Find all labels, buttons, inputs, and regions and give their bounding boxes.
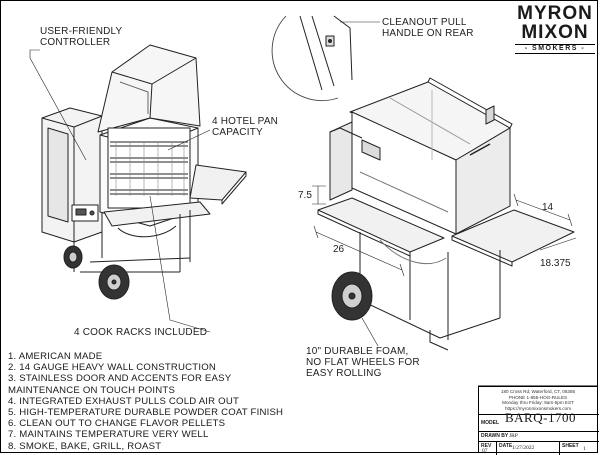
model-row: MODEL BARQ-1700 (479, 410, 599, 431)
right-wheel (331, 271, 373, 321)
feature-item: 7. MAINTAINS TEMPERATURE VERY WELL (8, 429, 209, 441)
logo-line-3: - SMOKERS - (515, 44, 595, 54)
model-value: BARQ-1700 (505, 410, 576, 425)
date-label: DATE (499, 443, 513, 449)
callout-cleanout: CLEANOUT PULL HANDLE ON REAR (382, 17, 474, 39)
sheet-label: SHEET (562, 443, 579, 449)
brand-logo: MYRON MIXON - SMOKERS - (515, 4, 595, 54)
drawn-by-row: DRAWN BY JRP (479, 431, 599, 441)
feature-item: 6. CLEAN OUT TO CHANGE FLAVOR PELLETS (8, 418, 226, 430)
hours-line: Monday thru Friday: 8am-5pm EST (502, 400, 574, 406)
feature-list: 1. AMERICAN MADE 2. 14 GAUGE HEAVY WALL … (8, 351, 308, 452)
smoker-closed-view (312, 77, 577, 351)
feature-item: 4. INTEGRATED EXHAUST PULLS COLD AIR OUT (8, 395, 240, 407)
left-wheels (63, 245, 130, 300)
callout-controller: USER-FRIENDLY CONTROLLER (40, 26, 123, 48)
dimension-26: 26 (333, 244, 345, 255)
smoker-open-view (29, 44, 247, 333)
drawn-by-label: DRAWN BY (481, 433, 509, 439)
front-shelf (317, 197, 445, 253)
rev-value: 07 (482, 448, 488, 454)
dimension-18-375: 18.375 (540, 258, 571, 269)
feature-item: 1. AMERICAN MADE (8, 351, 103, 362)
drawn-by-value: JRP (509, 433, 518, 439)
feature-item: 3. STAINLESS DOOR AND ACCENTS FOR EASY (8, 373, 232, 385)
callout-hotel-pan: 4 HOTEL PAN CAPACITY (212, 116, 279, 138)
revision-row: REV 07 DATE 1/27/2022 SHEET 1 (479, 441, 599, 455)
callout-cook-racks: 4 COOK RACKS INCLUDED (74, 327, 208, 338)
callout-wheels: 10" DURABLE FOAM, NO FLAT WHEELS FOR EAS… (306, 346, 420, 379)
cook-racks (110, 141, 188, 196)
rev-label: REV (481, 443, 492, 449)
logo-line-1: MYRON (517, 3, 593, 24)
company-address: 180 Cross Rd, Waterford, CT, 06385 PHONE… (482, 389, 594, 411)
title-block: 180 Cross Rd, Waterford, CT, 06385 PHONE… (478, 386, 599, 455)
feature-item: 2. 14 GAUGE HEAVY WALL CONSTRUCTION (8, 362, 216, 374)
model-label: MODEL (481, 420, 500, 426)
cleanout-detail (271, 15, 380, 102)
date-value: 1/27/2022 (512, 445, 535, 451)
dimension-14: 14 (542, 202, 554, 213)
feature-item: 5. HIGH-TEMPERATURE DURABLE POWDER COAT … (8, 407, 284, 419)
logo-line-2: MIXON (521, 22, 589, 43)
phone-line: PHONE 1-855-HOG-RULES (508, 394, 568, 400)
dimension-7-5: 7.5 (298, 190, 312, 201)
side-shelf (189, 164, 247, 201)
feature-item: 8. SMOKE, BAKE, GRILL, ROAST (8, 440, 162, 452)
sheet-value: 1 (583, 446, 586, 452)
website-line: https://myronmixonsmokers.com (504, 405, 572, 411)
address-line: 180 Cross Rd, Waterford, CT, 06385 (500, 389, 576, 394)
feature-item: MAINTENANCE ON TOUCH POINTS (8, 384, 176, 396)
right-shelf (451, 209, 575, 263)
